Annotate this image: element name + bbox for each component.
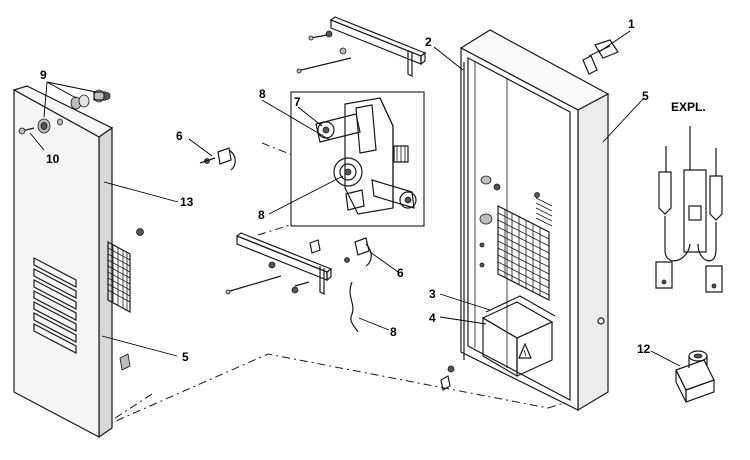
callout-8-middle: 8	[258, 208, 265, 222]
lock-parts	[18, 89, 111, 135]
callout-6-lower: 6	[397, 266, 404, 280]
cable-gland-part-12	[675, 350, 715, 403]
door-panel	[12, 85, 144, 439]
callout-8-cable: 8	[390, 325, 397, 339]
cable-part-8	[349, 281, 359, 333]
cabinet-mesh	[497, 205, 550, 301]
callout-9: 9	[40, 68, 47, 82]
callout-1: 1	[628, 17, 635, 31]
callout-6-upper: 6	[176, 129, 183, 143]
callout-10: 10	[46, 152, 60, 166]
limit-switch-lower	[344, 237, 372, 267]
callout-5-door: 5	[182, 350, 189, 364]
callout-7: 7	[294, 95, 301, 109]
door-mesh-filter	[107, 240, 131, 314]
cabinet	[459, 29, 619, 412]
callout-5-cabinet: 5	[642, 89, 649, 103]
lower-rail	[225, 232, 333, 295]
callout-13: 13	[180, 195, 194, 209]
top-bracket	[582, 39, 619, 75]
callout-8-upper: 8	[259, 87, 266, 101]
gear-motor-assembly	[290, 91, 425, 227]
callout-3: 3	[429, 287, 436, 301]
bottom-fastener	[440, 365, 455, 391]
expl-wiring-detail	[655, 126, 723, 293]
callout-2: 2	[425, 35, 432, 49]
callout-4: 4	[429, 311, 436, 325]
limit-switch-upper	[199, 147, 236, 171]
callout-expl: EXPL.	[671, 100, 706, 114]
door-louvers	[33, 257, 77, 354]
callout-labels: 1 2 3 4 5 5 6 6 7 8 8 8 9 10 12 13 EXPL.	[40, 17, 706, 364]
door-screw	[136, 228, 144, 236]
callout-12: 12	[637, 342, 651, 356]
leader-lines	[29, 30, 681, 367]
junction-box	[481, 295, 556, 378]
upper-rail	[296, 16, 427, 77]
